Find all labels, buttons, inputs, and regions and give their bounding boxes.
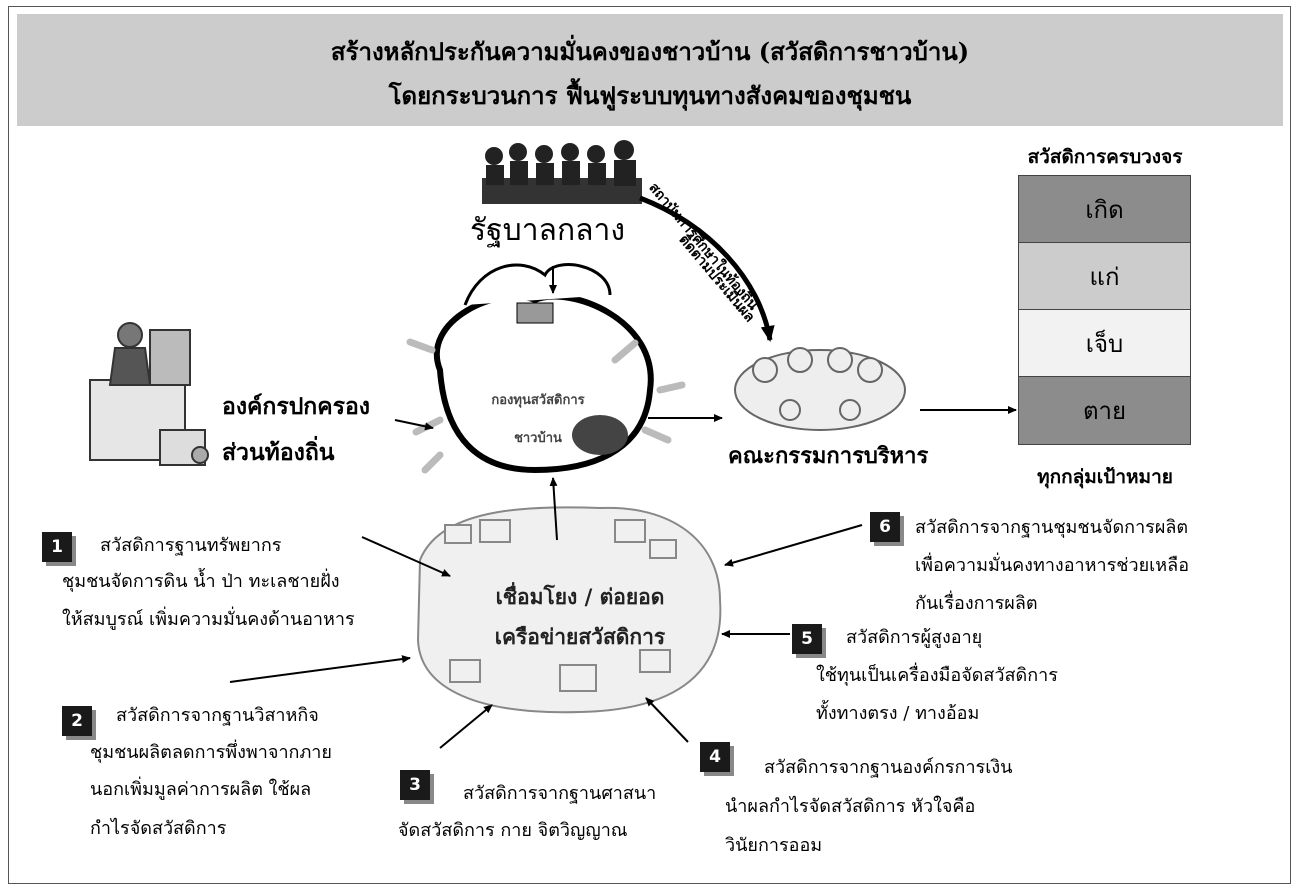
item-3-badge: 3: [400, 770, 430, 800]
network-label: เชื่อมโยง / ต่อยอด เครือข่ายสวัสดิการ: [460, 577, 700, 657]
item-2-badge: 2: [62, 706, 92, 736]
local-gov-label: องค์กรปกครอง ส่วนท้องถิ่น: [222, 384, 370, 476]
arrow-item-1: [361, 536, 451, 577]
lifecycle-footer: ทุกกลุ่มเป้าหมาย: [1037, 466, 1173, 488]
title-line-1: สร้างหลักประกันความมั่นคงของชาวบ้าน (สวั…: [330, 37, 970, 66]
lifecycle-stage-old-age: แก่: [1018, 242, 1191, 310]
arrow-monitor-to-committee: [639, 195, 775, 342]
fund-label: กองทุนสวัสดิการ ชาวบ้าน: [478, 382, 598, 458]
title-line-2: โดยกระบวนการ ฟื้นฟูระบบทุนทางสังคมของชุม…: [388, 81, 912, 110]
item-2-line-3: นอกเพิ่มมูลค่าการผลิต ใช้ผล: [90, 779, 312, 800]
item-6-line-2: เพื่อความมั่นคงทางอาหารช่วยเหลือ: [915, 555, 1189, 576]
committee-meeting-image: [734, 347, 906, 431]
arrow-item-3: [439, 704, 493, 749]
item-6-line-3: กันเรื่องการผลิต: [915, 593, 1038, 614]
central-gov-label: รัฐบาลกลาง: [470, 213, 625, 248]
network-line-2: เครือข่ายสวัสดิการ: [494, 624, 666, 649]
diagram-frame: [8, 6, 1291, 884]
item-2-line-2: ชุมชนผลิตลดการพึ่งพาจากภาย: [90, 742, 332, 763]
arrow-item-6: [724, 524, 863, 567]
lifecycle-stage-sickness: เจ็บ: [1018, 309, 1191, 377]
item-4-line-2: นำผลกำไรจัดสวัสดิการ หัวใจคือ: [725, 796, 976, 817]
money-bag-image: [406, 263, 686, 474]
item-4-badge: 4: [700, 742, 730, 772]
item-5-line-2: ใช้ทุนเป็นเครื่องมือจัดสวัสดิการ: [816, 665, 1058, 686]
fund-line-1: กองทุนสวัสดิการ: [491, 393, 585, 408]
arrow-item-4: [645, 697, 689, 743]
lifecycle-title: สวัสดิการครบวงจร: [1027, 146, 1183, 168]
committee-label: คณะกรรมการบริหาร: [728, 443, 929, 469]
item-1-line-1: สวัสดิการฐานทรัพยากร: [100, 535, 282, 556]
lifecycle-stage-birth: เกิด: [1018, 175, 1191, 243]
item-2-line-1: สวัสดิการจากฐานวิสาหกิจ: [116, 705, 319, 726]
item-3-line-2: จัดสวัสดิการ กาย จิตวิญญาณ: [398, 820, 628, 841]
item-6-line-1: สวัสดิการจากฐานชุมชนจัดการผลิต: [915, 517, 1189, 538]
arrow-network-to-fund: [549, 477, 558, 541]
item-6-badge: 6: [870, 512, 900, 542]
network-line-1: เชื่อมโยง / ต่อยอด: [495, 584, 665, 609]
item-4-line-1: สวัสดิการจากฐานองค์กรการเงิน: [764, 757, 1013, 778]
government-people-image: [482, 140, 642, 204]
office-worker-image: [89, 322, 209, 466]
item-5-line-1: สวัสดิการผู้สูงอายุ: [846, 627, 983, 648]
lifecycle-stage-death: ตาย: [1018, 376, 1191, 445]
item-1-line-2: ชุมชนจัดการดิน น้ำ ป่า ทะเลชายฝั่ง: [62, 571, 340, 592]
village-network-image: [416, 506, 722, 714]
item-4-line-3: วินัยการออม: [725, 835, 823, 856]
local-gov-line-2: ส่วนท้องถิ่น: [222, 439, 335, 466]
title-banner: สร้างหลักประกันความมั่นคงของชาวบ้าน (สวั…: [17, 14, 1283, 126]
item-5-line-3: ทั้งทางตรง / ทางอ้อม: [816, 703, 980, 724]
arrow-localgov-to-fund: [394, 419, 434, 431]
item-5-badge: 5: [792, 624, 822, 654]
item-2-line-4: กำไรจัดสวัสดิการ: [90, 818, 227, 839]
arrow-item-2: [229, 655, 411, 683]
item-1-line-3: ให้สมบูรณ์ เพิ่มความมั่นคงด้านอาหาร: [62, 609, 355, 630]
item-1-badge: 1: [42, 532, 72, 562]
local-gov-line-1: องค์กรปกครอง: [222, 393, 371, 420]
fund-line-2: ชาวบ้าน: [514, 431, 562, 446]
item-3-line-1: สวัสดิการจากฐานศาสนา: [463, 783, 657, 804]
